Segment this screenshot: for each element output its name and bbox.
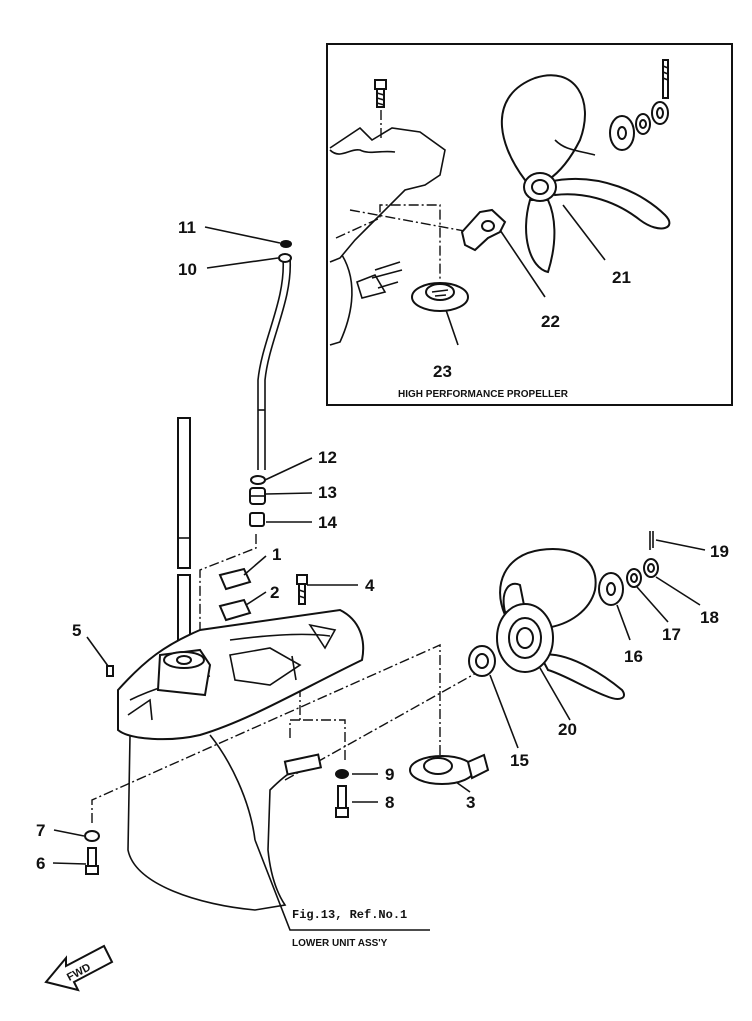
callout-7: 7 — [36, 821, 45, 840]
plug-5 — [106, 665, 114, 677]
callout-11: 11 — [178, 218, 196, 237]
callout-8: 8 — [385, 793, 394, 812]
bolt-4 — [296, 574, 308, 605]
callout-17: 17 — [662, 625, 681, 644]
seal-12 — [250, 475, 266, 485]
washer-17 — [626, 568, 642, 588]
callout-18: 18 — [700, 608, 719, 627]
inset-caption: HIGH PERFORMANCE PROPELLER — [398, 389, 569, 400]
key-2 — [218, 598, 252, 622]
callout-12: 12 — [318, 448, 337, 467]
callout-13: 13 — [318, 483, 337, 502]
callout-23: 23 — [433, 362, 452, 381]
bolt-6 — [85, 847, 99, 875]
grommet-10 — [278, 253, 292, 263]
assembly-reference: Fig.13, Ref.No.1 LOWER UNIT ASS'Y — [292, 908, 407, 949]
callout-2: 2 — [270, 583, 279, 602]
washer-9 — [335, 769, 349, 779]
leaders — [52, 226, 706, 931]
water-tube — [257, 257, 292, 470]
key-1 — [218, 567, 252, 591]
propeller-20 — [496, 548, 625, 700]
cotter-pin-19 — [649, 531, 654, 550]
grommet-11 — [280, 240, 292, 248]
inset-gearcase — [329, 126, 446, 346]
reference-line-1: Fig.13, Ref.No.1 — [292, 908, 407, 922]
callout-4: 4 — [365, 576, 375, 595]
callout-16: 16 — [624, 647, 643, 666]
thrust-washer-15 — [468, 645, 496, 677]
reference-line-2: LOWER UNIT ASS'Y — [292, 938, 388, 949]
callout-10: 10 — [178, 260, 197, 279]
callout-19: 19 — [710, 542, 729, 561]
bolt-8 — [335, 785, 349, 818]
grommet-13 — [249, 487, 266, 505]
grommet-14 — [249, 512, 265, 527]
nut-18 — [643, 558, 659, 578]
inset-anode-23 — [411, 282, 469, 312]
drive-shaft — [177, 417, 191, 646]
callout-14: 14 — [318, 513, 337, 532]
callout-15: 15 — [510, 751, 529, 770]
lower-unit-housing — [117, 608, 365, 911]
callout-21: 21 — [612, 268, 631, 287]
inset-top-bolt — [374, 79, 387, 108]
callout-9: 9 — [385, 765, 394, 784]
inset-propeller-21 — [500, 74, 671, 274]
callout-5: 5 — [72, 621, 81, 640]
inset-border — [326, 43, 733, 406]
callout-1: 1 — [272, 545, 281, 564]
fwd-arrow-icon: FWD — [44, 944, 114, 992]
washer-7 — [84, 830, 100, 842]
callout-20: 20 — [558, 720, 577, 739]
callout-3: 3 — [466, 793, 475, 812]
inset-panel: 21 22 23 HIGH PERFORMANCE PROPELLER — [326, 43, 733, 406]
inset-hardware — [609, 59, 669, 151]
anode-3 — [409, 753, 490, 785]
callout-6: 6 — [36, 854, 45, 873]
inset-thrust-washer-22 — [460, 208, 507, 252]
spacer-16 — [598, 572, 624, 606]
callout-22: 22 — [541, 312, 560, 331]
